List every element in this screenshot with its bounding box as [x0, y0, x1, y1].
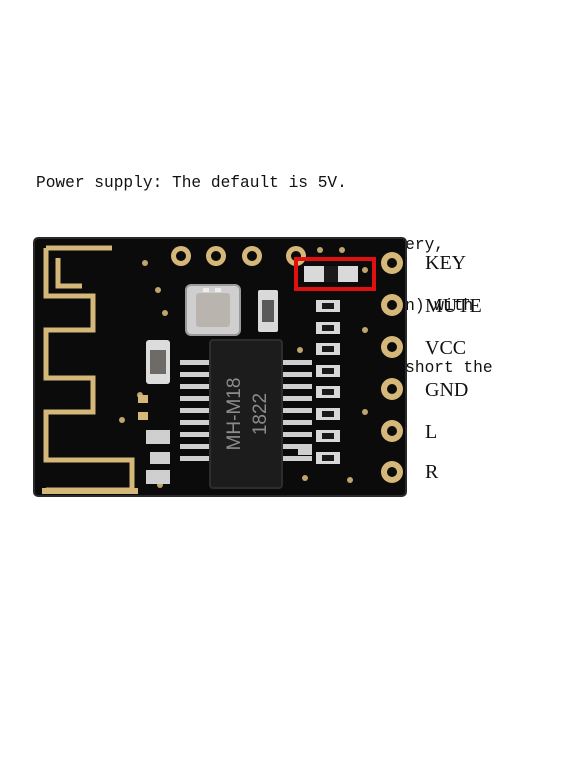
- chip-date-code: 1822: [250, 393, 271, 435]
- side-pin-pads: [381, 252, 403, 483]
- main-ic-chip: [209, 339, 283, 489]
- pin-label-r: R: [425, 461, 439, 483]
- pin-label-l: L: [425, 421, 438, 443]
- pin-label-vcc: VCC: [425, 337, 467, 359]
- pin-label-key: KEY: [425, 252, 467, 274]
- pin-label-gnd: GND: [425, 379, 469, 401]
- vias: [119, 247, 368, 488]
- caption-line: Power supply: The default is 5V.: [36, 174, 347, 192]
- antenna-trace: [43, 245, 135, 493]
- ic-pins-right: [278, 360, 312, 461]
- crystal-oscillator: [185, 284, 241, 336]
- smd-components: [138, 290, 312, 484]
- resistor-array: [316, 300, 340, 464]
- diode: [304, 266, 358, 282]
- diode-highlight-box: [294, 257, 376, 291]
- pin-label-mute: MUTE: [425, 295, 482, 317]
- chip-model-label: MH-M18: [224, 378, 245, 451]
- ic-pins-left: [180, 360, 214, 461]
